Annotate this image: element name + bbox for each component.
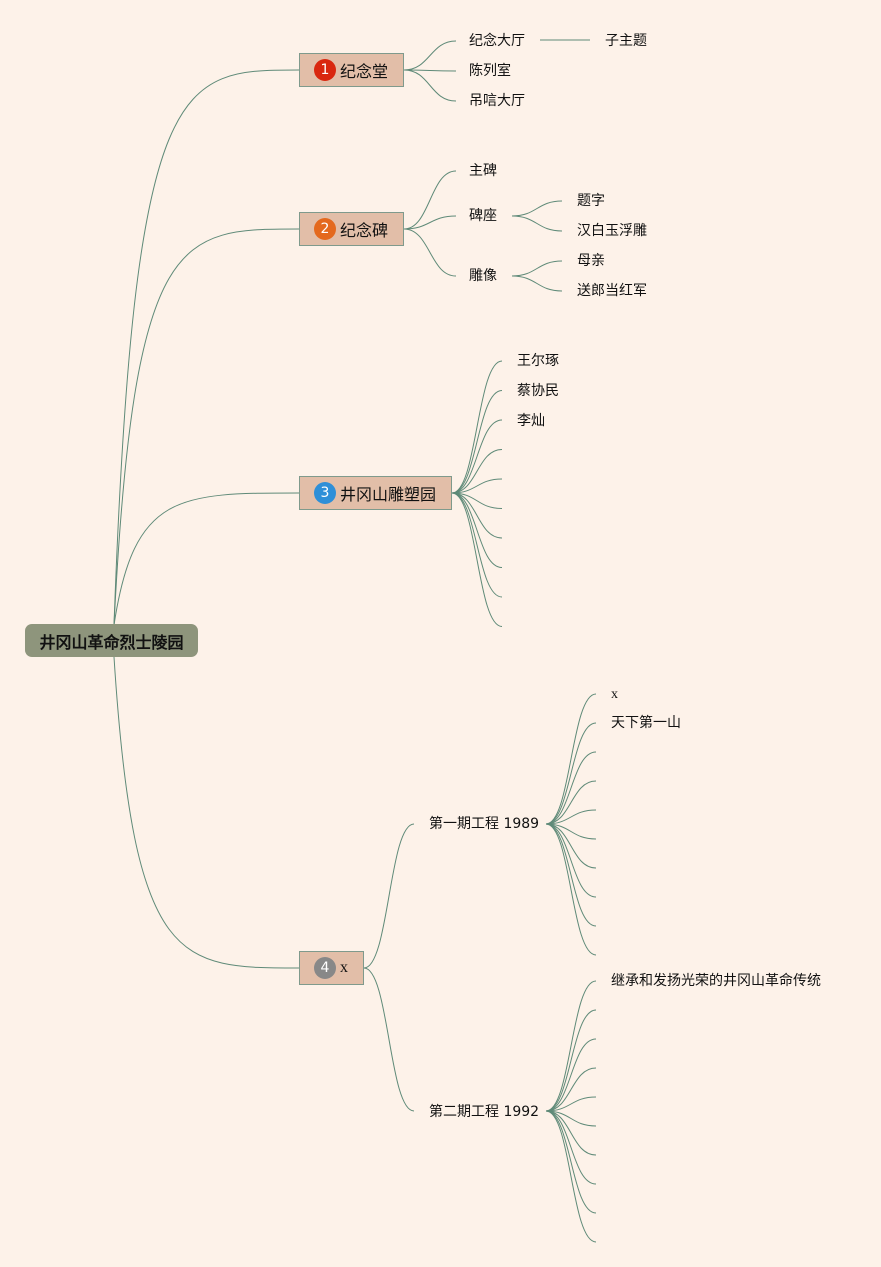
subtopic-x[interactable]: x <box>611 687 618 702</box>
topic3-connector <box>451 492 503 539</box>
badge-3-icon: 3 <box>314 482 336 504</box>
subtopic-connector <box>511 215 563 232</box>
topic3-connector <box>451 492 503 568</box>
phase2-connector <box>545 1110 597 1214</box>
subtopic-phase-two[interactable]: 第二期工程 1992 <box>429 1104 540 1120</box>
topic2-connector <box>403 228 457 277</box>
phase1-connector <box>545 823 597 898</box>
phase2-connector <box>545 1110 597 1156</box>
phase2-connector <box>545 980 597 1112</box>
badge-4-icon: 4 <box>314 957 336 979</box>
root-connector <box>113 656 300 969</box>
topic2-connector <box>403 170 457 230</box>
topic4-connector <box>363 967 415 1112</box>
subtopic-mourning-hall[interactable]: 吊唁大厅 <box>469 93 525 109</box>
topic-label: 井冈山雕塑园 <box>340 485 437 504</box>
phase2-connector <box>545 1067 597 1112</box>
subtopic-wang-erzhuo[interactable]: 王尔琢 <box>517 353 559 369</box>
topic-label: x <box>340 959 348 976</box>
topic3-connector <box>451 492 503 627</box>
root-topic[interactable]: 井冈山革命烈士陵园 <box>25 624 198 657</box>
subtopic-marble-relief[interactable]: 汉白玉浮雕 <box>577 223 647 239</box>
phase1-connector <box>545 823 597 956</box>
topic3-connector <box>451 478 503 494</box>
subtopic-connector <box>511 260 563 277</box>
root-connector <box>113 228 300 626</box>
phase2-connector <box>545 1110 597 1243</box>
topic-monument[interactable]: 2 纪念碑 <box>299 212 404 246</box>
topic2-connector <box>403 215 457 230</box>
subtopic-li-can[interactable]: 李灿 <box>517 413 545 429</box>
phase2-connector <box>545 1009 597 1112</box>
subtopic-mother[interactable]: 母亲 <box>577 253 605 269</box>
subtopic-connector <box>511 200 563 217</box>
subtopic-phase-one[interactable]: 第一期工程 1989 <box>429 816 540 832</box>
subtopic-child-topic[interactable]: 子主题 <box>605 33 647 49</box>
topic3-connector <box>451 360 503 494</box>
subtopic-first-mountain[interactable]: 天下第一山 <box>611 715 681 731</box>
badge-2-icon: 2 <box>314 218 336 240</box>
topic-label: 纪念堂 <box>340 62 389 81</box>
subtopic-inscription[interactable]: 题字 <box>577 193 605 209</box>
subtopic-connector <box>511 275 563 292</box>
topic1-connector <box>403 69 457 72</box>
phase2-connector <box>545 1110 597 1127</box>
subtopic-stele-base[interactable]: 碑座 <box>469 208 497 224</box>
phase1-connector <box>545 751 597 825</box>
phase2-connector <box>545 1096 597 1112</box>
root-connector <box>113 492 300 626</box>
topic3-connector <box>451 492 503 598</box>
phase1-connector <box>545 722 597 825</box>
subtopic-inherit-tradition[interactable]: 继承和发扬光荣的井冈山革命传统 <box>611 973 821 989</box>
phase1-connector <box>545 809 597 825</box>
phase2-connector <box>545 1038 597 1112</box>
phase1-connector <box>545 823 597 927</box>
phase1-connector <box>545 823 597 840</box>
root-topic-label: 井冈山革命烈士陵园 <box>39 632 184 652</box>
topic1-connector <box>403 69 457 102</box>
phase1-connector <box>545 823 597 869</box>
phase2-connector <box>545 1110 597 1185</box>
topic4-connector <box>363 823 415 969</box>
subtopic-main-hall[interactable]: 纪念大厅 <box>469 33 525 49</box>
subtopic-statue[interactable]: 雕像 <box>469 268 497 284</box>
topic-x[interactable]: 4 x <box>299 951 364 985</box>
topic3-connector <box>451 492 503 509</box>
badge-1-icon: 1 <box>314 59 336 81</box>
subtopic-send-husband[interactable]: 送郎当红军 <box>577 283 647 299</box>
topic1-connector <box>403 40 457 71</box>
subtopic-exhibition-room[interactable]: 陈列室 <box>469 63 511 79</box>
root-connector <box>113 69 300 626</box>
topic-label: 纪念碑 <box>340 221 389 240</box>
phase1-connector <box>545 780 597 825</box>
topic3-connector <box>451 390 503 494</box>
phase1-connector <box>545 693 597 825</box>
topic-memorial-hall[interactable]: 1 纪念堂 <box>299 53 404 87</box>
topic3-connector <box>451 419 503 494</box>
subtopic-cai-xiemin[interactable]: 蔡协民 <box>517 383 559 399</box>
topic-sculpture-park[interactable]: 3 井冈山雕塑园 <box>299 476 452 510</box>
topic3-connector <box>451 449 503 494</box>
subtopic-main-stele[interactable]: 主碑 <box>469 163 497 179</box>
